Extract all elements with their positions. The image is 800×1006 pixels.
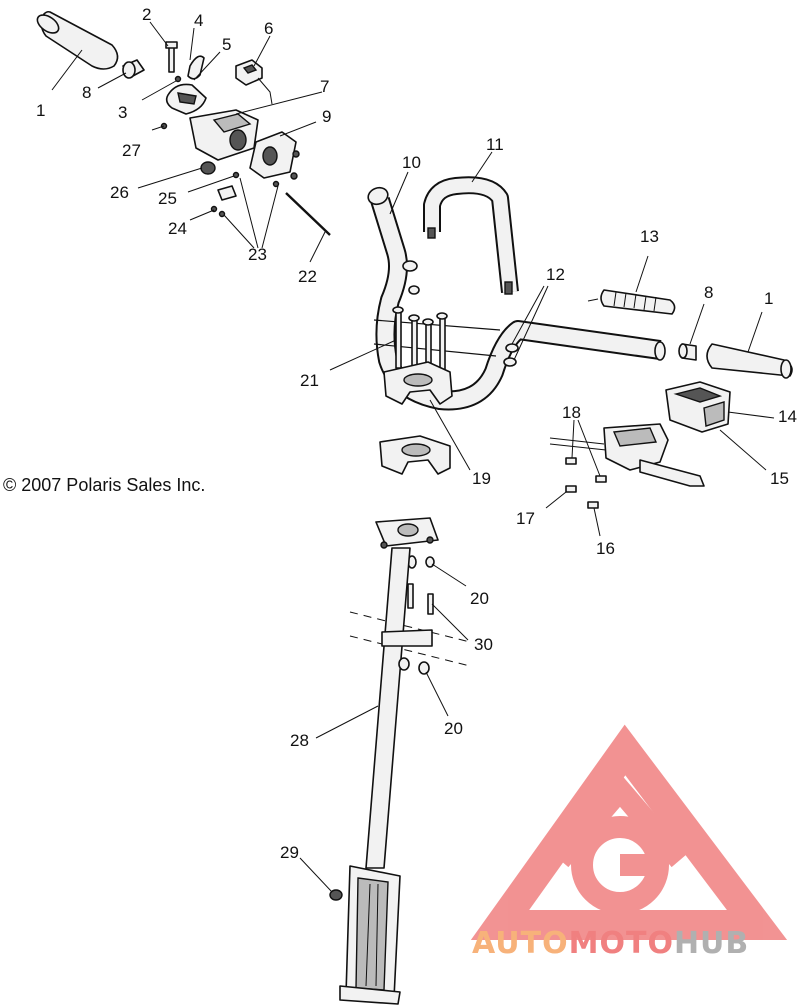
screw-25 xyxy=(232,171,240,179)
screw-24b xyxy=(218,210,226,218)
callout-28: 28 xyxy=(290,731,309,750)
leader-lines xyxy=(51,21,775,893)
housing-cover xyxy=(249,131,297,179)
callout-24: 24 xyxy=(168,219,187,238)
callout-13: 13 xyxy=(640,227,659,246)
nut-12b xyxy=(503,357,517,367)
upper-clamp xyxy=(383,361,453,405)
callout-10: 10 xyxy=(402,153,421,172)
left-bar-end xyxy=(122,59,145,79)
callout-17: 17 xyxy=(516,509,535,528)
bolt-30b xyxy=(427,593,434,615)
callout-12: 12 xyxy=(546,265,565,284)
cable-22 xyxy=(285,192,331,236)
washer-3 xyxy=(174,75,182,83)
right-grip xyxy=(706,343,793,379)
handlebar-pad xyxy=(423,176,519,295)
post-lower-bracket xyxy=(339,865,401,1005)
cap-26 xyxy=(200,161,216,175)
nut-20c xyxy=(418,661,430,675)
callout-23: 23 xyxy=(248,245,267,264)
throttle-lever xyxy=(165,55,207,115)
callout-5: 5 xyxy=(222,35,231,54)
screw-23 xyxy=(272,180,280,188)
bolt-30a xyxy=(407,583,414,609)
post-top-plate xyxy=(375,517,439,549)
screws-16-18 xyxy=(565,457,607,509)
callout-6: 6 xyxy=(264,19,273,38)
steering-post xyxy=(365,547,433,869)
clamp-bolts xyxy=(392,306,448,381)
nut-12a xyxy=(505,343,519,353)
watermark-brand: AUTOMOTOHUB xyxy=(472,926,749,961)
screw-2 xyxy=(165,41,178,73)
callout-8-left: 8 xyxy=(82,83,91,102)
callout-1-left: 1 xyxy=(36,101,45,120)
watermark-moto: MOTO xyxy=(569,926,674,961)
callout-4: 4 xyxy=(194,11,203,30)
callout-27: 27 xyxy=(122,141,141,160)
callout-30: 30 xyxy=(474,635,493,654)
screw-9a xyxy=(292,150,300,158)
nut-10 xyxy=(402,260,418,272)
callout-1-right: 1 xyxy=(764,289,773,308)
callout-11: 11 xyxy=(486,135,504,154)
watermark-logo xyxy=(470,724,788,940)
nut-20b xyxy=(425,556,435,568)
callout-3: 3 xyxy=(118,103,127,122)
switch-housing-14 xyxy=(665,381,731,433)
callout-19: 19 xyxy=(472,469,491,488)
throttle-grip-13 xyxy=(587,289,676,315)
callout-29: 29 xyxy=(280,843,299,862)
right-bar-end-cap xyxy=(678,343,688,359)
callout-20-upper: 20 xyxy=(470,589,489,608)
left-grip xyxy=(36,10,119,70)
callout-20-lower: 20 xyxy=(444,719,463,738)
copyright-notice: © 2007 Polaris Sales Inc. xyxy=(3,475,205,495)
callout-26: 26 xyxy=(110,183,129,202)
callout-2: 2 xyxy=(142,5,151,24)
switch-6 xyxy=(235,59,273,105)
centerline-1 xyxy=(349,611,471,643)
callout-22: 22 xyxy=(298,267,317,286)
throttle-housing xyxy=(189,109,259,161)
callout-7: 7 xyxy=(320,77,329,96)
centerline-2 xyxy=(349,635,471,667)
callout-8-right: 8 xyxy=(704,283,713,302)
lower-clamp xyxy=(379,435,451,475)
nut-10b xyxy=(408,285,420,295)
callout-14: 14 xyxy=(778,407,797,426)
screw-9b xyxy=(290,172,298,180)
callout-15: 15 xyxy=(770,469,789,488)
watermark-hub: HUB xyxy=(674,926,749,961)
callout-labels: 1 2 3 4 5 6 7 8 9 10 11 12 13 8 1 14 15 … xyxy=(36,5,797,862)
callout-21: 21 xyxy=(300,371,319,390)
callout-25: 25 xyxy=(158,189,177,208)
callout-18: 18 xyxy=(562,403,581,422)
master-cylinder xyxy=(549,423,705,487)
callout-9: 9 xyxy=(322,107,331,126)
watermark-auto: AUTO xyxy=(472,926,569,961)
clip-24 xyxy=(217,185,237,201)
callout-16: 16 xyxy=(596,539,615,558)
nut-29 xyxy=(329,889,343,901)
